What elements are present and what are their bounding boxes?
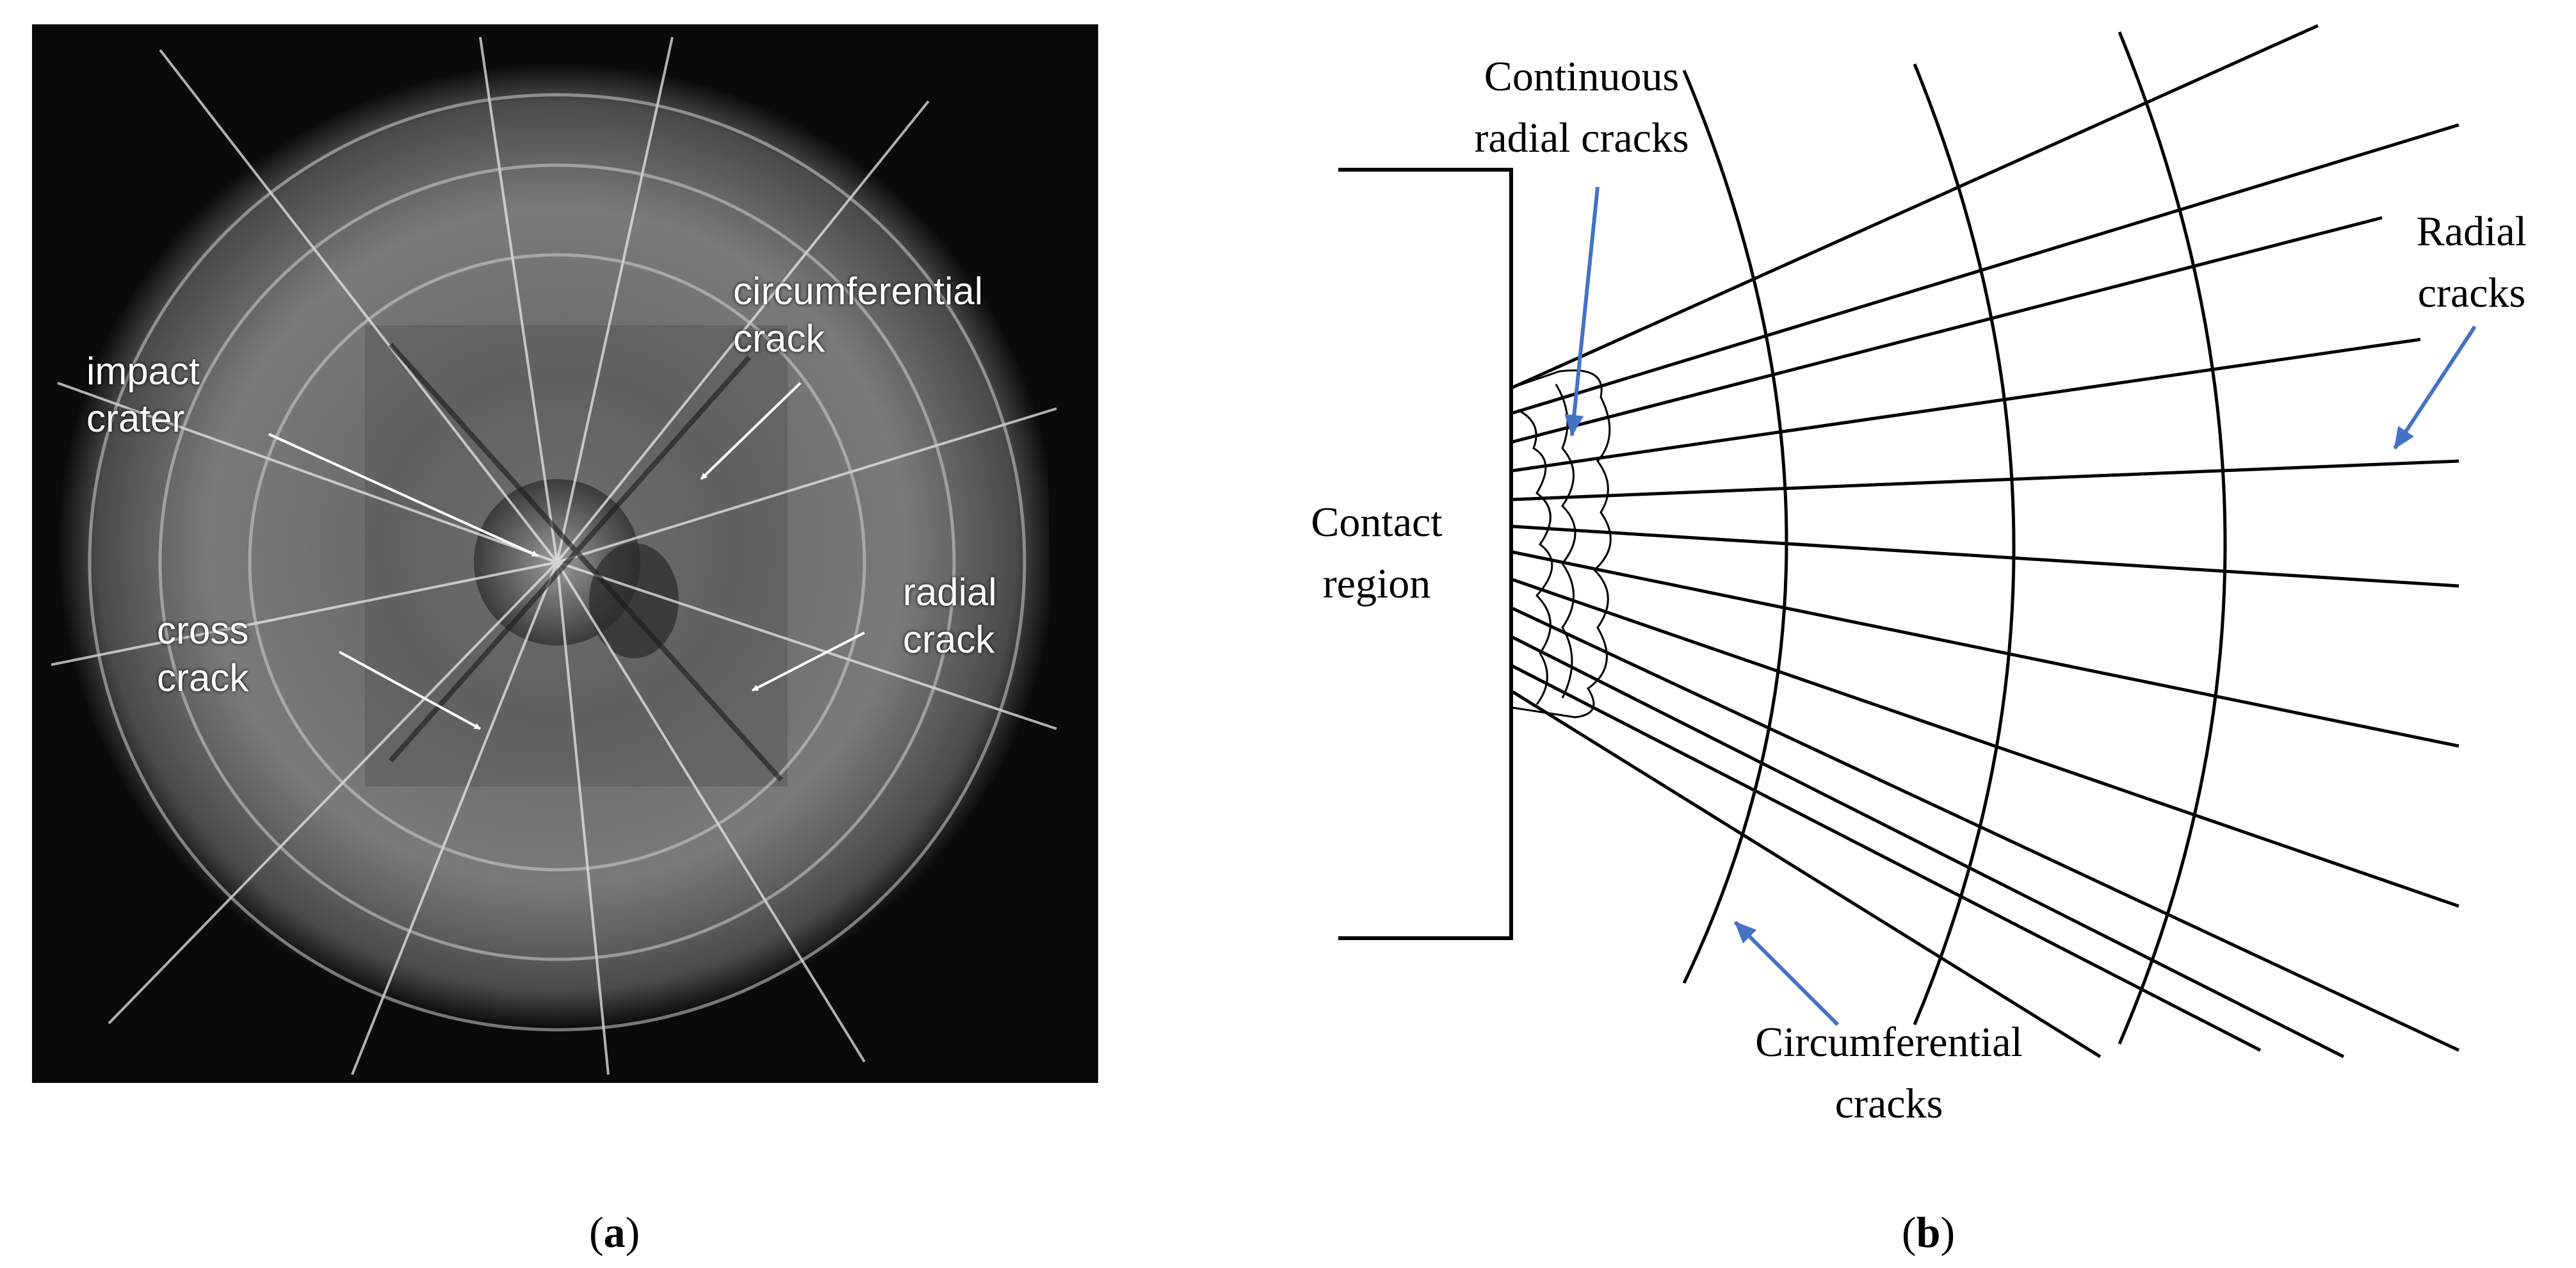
radial-crack-arrow [752,631,865,692]
radial-crack-line [1512,123,2459,415]
impact-crater-label: impact crater [86,350,200,440]
radial-cracks-arrow [2393,325,2477,450]
radial-cracks-lines [1511,24,2460,1059]
circumferential-crack-arc [1913,63,2016,1025]
cross-crack-arrow [339,651,481,730]
radial-crack-line [1512,459,2459,501]
continuous-radial-cracks-texture [1517,384,1576,705]
circumferential-crack-label: circumferential crack [733,270,984,360]
radial-crack-line [1512,524,2459,588]
radial-crack-line [1512,550,2459,748]
contact-region-outline [1338,168,1513,940]
circumferential-cracks-label: Circumferential cracks [1755,1019,2023,1127]
circumferential-crack-arrow [700,382,802,480]
photo-annotation-arrows [268,382,865,730]
impact-crater-arrow [268,433,539,557]
impact-photo-drawing [32,24,1098,1083]
radial-crack-line [1511,606,2460,1052]
radial-cracks-label: Radial cracks [2416,208,2527,316]
circumferential-cracks-arrow [1733,920,1840,1027]
continuous-radial-cracks-zone [1512,369,1612,719]
radial-crack-line [1512,337,2421,473]
continuous-radial-cracks-label: Continuous radial cracks [1474,53,1689,161]
circumferential-crack-arc [2118,31,2227,1044]
caption-a: (a) [589,1208,640,1256]
radial-crack-line [1512,216,2383,444]
continuous-radial-cracks-arrow [1564,186,1600,437]
radial-crack-line [1511,690,2102,1059]
caption-b-letter: b [1916,1208,1941,1256]
impact-photo: impact crater circumferential crack cros… [32,24,1098,1083]
radial-crack-label: radial crack [903,571,997,661]
circumferential-crack-arc [1682,70,1788,984]
caption-a-letter: a [603,1208,626,1256]
radial-crack-line [1511,635,2345,1059]
radial-crack-line [1511,24,2319,389]
radial-crack-line [1511,664,2262,1052]
radial-crack-line [1512,578,2459,908]
contact-region-label: Contact region [1311,499,1443,607]
circumferential-cracks-lines [1682,31,2227,1044]
caption-b: (b) [1902,1208,1956,1256]
cross-crack-label: cross crack [157,609,249,699]
